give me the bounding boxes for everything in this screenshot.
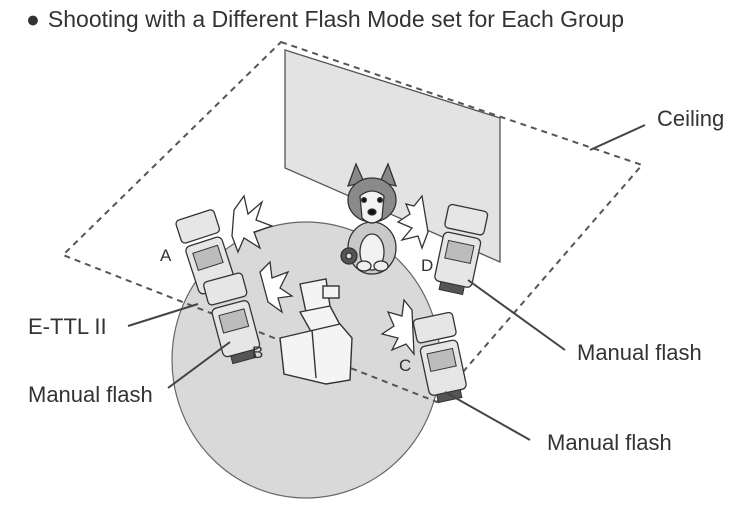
group-c-label: C <box>399 356 412 375</box>
ceiling-outline <box>61 40 644 404</box>
leader-lines <box>127 124 646 441</box>
manual-flash-d-label: Manual flash <box>577 340 702 365</box>
wall-panel <box>284 49 501 263</box>
manual-flash-b-label: Manual flash <box>28 382 153 407</box>
flash-unit-b-icon <box>203 272 261 365</box>
group-d-label: D <box>421 256 434 275</box>
diagram-heading: ● Shooting with a Different Flash Mode se… <box>26 6 624 33</box>
flash-unit-c-icon <box>412 311 467 404</box>
manual-flash-c-label: Manual flash <box>547 430 672 455</box>
flash-burst-icons <box>231 194 429 356</box>
bullet-icon: ● <box>26 6 40 32</box>
dog-subject <box>340 162 398 275</box>
heading-text: Shooting with a Different Flash Mode set… <box>47 6 625 32</box>
group-b-label: B <box>252 343 264 362</box>
ceiling-label: Ceiling <box>657 106 725 131</box>
camera-icon <box>279 278 353 385</box>
flash-unit-d-icon <box>434 203 489 296</box>
ettl-label: E-TTL II <box>28 314 107 339</box>
group-a-label: A <box>160 246 172 265</box>
